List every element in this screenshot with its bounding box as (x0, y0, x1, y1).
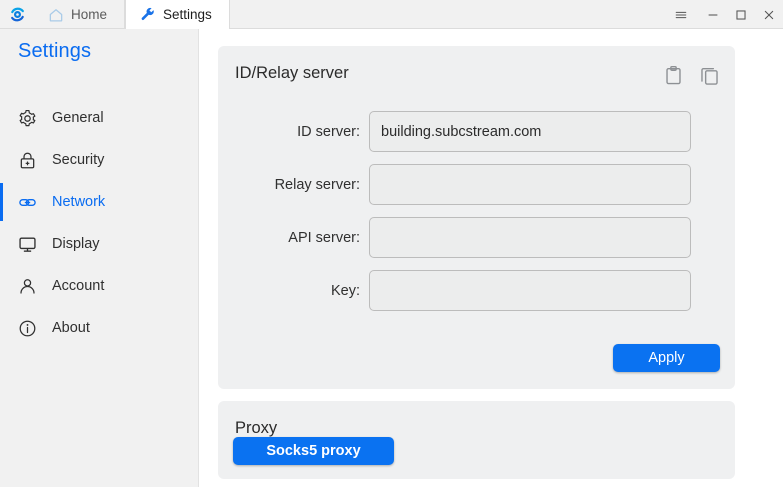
sidebar-item-about-label: About (52, 319, 90, 336)
maximize-button[interactable] (727, 0, 755, 29)
sidebar-item-about[interactable]: About (0, 307, 199, 349)
hamburger-menu-icon (675, 11, 687, 18)
id-server-label: ID server: (297, 123, 360, 140)
sidebar-item-general-label: General (52, 109, 104, 126)
settings-content: ID/Relay server ID server (200, 29, 783, 487)
copy-button[interactable] (697, 63, 721, 87)
apply-button[interactable]: Apply (613, 344, 720, 372)
title-bar: Home Settings (0, 0, 783, 30)
close-icon (764, 10, 774, 19)
link-icon (19, 198, 36, 206)
minimize-button[interactable] (699, 0, 727, 29)
api-server-label: API server: (288, 229, 360, 246)
key-label: Key: (330, 282, 360, 299)
tab-home[interactable]: Home (34, 0, 126, 29)
tab-settings[interactable]: Settings (125, 0, 230, 30)
window-controls (667, 0, 783, 29)
menu-button[interactable] (667, 0, 695, 29)
field-row-key: Key: (218, 264, 735, 317)
id-relay-server-card: ID/Relay server ID server (218, 46, 735, 389)
sidebar-item-security[interactable]: Security (0, 139, 199, 181)
gear-icon (19, 109, 36, 126)
socks5-proxy-button[interactable]: Socks5 proxy (233, 437, 394, 465)
api-server-input[interactable] (369, 217, 691, 258)
key-input[interactable] (369, 270, 691, 311)
relay-server-label: Relay server: (274, 176, 360, 193)
relay-server-input[interactable] (369, 164, 691, 205)
field-row-relay-server: Relay server: (218, 158, 735, 211)
proxy-card: Proxy Socks5 proxy (218, 401, 735, 479)
sidebar-item-display-label: Display (52, 235, 100, 252)
rustdesk-logo-icon (10, 7, 24, 21)
proxy-title: Proxy (235, 419, 278, 437)
maximize-icon (736, 9, 746, 20)
minimize-icon (708, 13, 718, 16)
sidebar: Settings General Security (0, 29, 199, 487)
field-row-api-server: API server: (218, 211, 735, 264)
lock-icon (20, 152, 35, 168)
copy-icon (700, 67, 718, 85)
tab-settings-label: Settings (163, 7, 212, 23)
sidebar-item-security-label: Security (52, 151, 105, 168)
paste-button[interactable] (661, 63, 685, 87)
app-logo (0, 0, 34, 28)
clipboard-icon (665, 65, 681, 84)
field-row-id-server: ID server: (218, 105, 735, 158)
sidebar-item-network[interactable]: Network (0, 181, 199, 223)
sidebar-item-display[interactable]: Display (0, 223, 199, 265)
wrench-icon (141, 7, 154, 21)
sidebar-item-account[interactable]: Account (0, 265, 199, 307)
id-relay-server-title: ID/Relay server (235, 64, 349, 82)
sidebar-item-network-label: Network (52, 193, 106, 210)
sidebar-title: Settings (18, 40, 92, 62)
id-relay-server-actions (661, 63, 721, 87)
person-icon (20, 278, 35, 294)
id-server-input[interactable] (369, 111, 691, 152)
close-button[interactable] (755, 0, 783, 29)
tab-home-label: Home (71, 6, 108, 22)
id-relay-server-form: ID server: Relay server: API server: Key… (218, 105, 735, 317)
info-icon (19, 320, 36, 336)
home-icon (49, 8, 63, 21)
sidebar-nav: General Security Network (0, 97, 199, 349)
monitor-icon (19, 236, 36, 252)
sidebar-item-general[interactable]: General (0, 97, 199, 139)
sidebar-item-account-label: Account (52, 277, 105, 294)
